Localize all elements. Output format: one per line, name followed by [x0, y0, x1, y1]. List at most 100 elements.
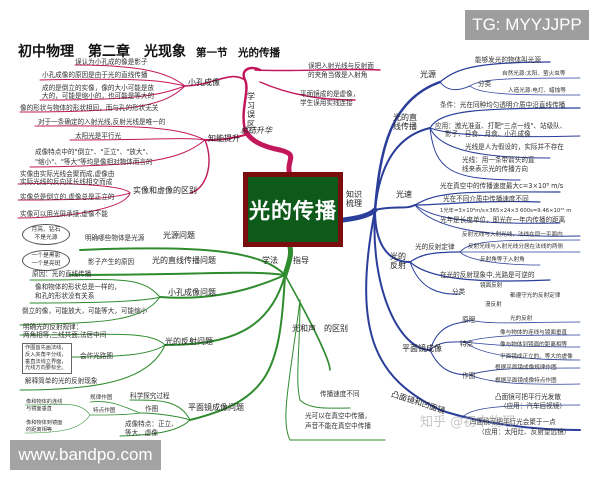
- reflection-question-item: 会作光路图: [80, 352, 113, 360]
- improve-item: 对于一条确定的入射光线,反射光线是唯一的: [38, 118, 166, 126]
- knowledge-label: 知识梳理: [346, 190, 362, 209]
- light-ray-note: 线来表示光的传播方向: [462, 165, 528, 173]
- light-sound-item: 声音不能在真空中传播: [305, 422, 371, 430]
- mirror-question-item: 像和物体的连线与镜面垂直: [26, 399, 63, 412]
- improve-item: "缩小"、"等大"等均是像相对物体而言的: [35, 158, 153, 166]
- light-sound-label: 光和声 的区别: [292, 324, 348, 333]
- pinhole-question-item: 倒立的像，可能放大，可能等大，可能缩小: [22, 307, 148, 315]
- watermark-url: www.bandpo.com: [10, 440, 161, 470]
- reflection-question-item: 解释简单的光的反射现象: [25, 377, 98, 385]
- misconception-item: 平面镜成的是虚像，: [300, 90, 360, 98]
- straight-question-item: 影子产生的原因: [88, 258, 135, 266]
- mirror-question-item: 等大、虚像: [125, 429, 158, 437]
- light-year-formula: 1光年=3×10⁸m/s×365×24×3 600s=9.46×10¹⁵ m: [440, 208, 572, 214]
- reflection-law-label: 光的反射定律: [415, 243, 455, 251]
- straight-question-label: 光的直线传播问题: [152, 256, 216, 265]
- straight-question-note: 一个是黑影一个是亮斑: [22, 250, 70, 272]
- section-title: 第一节 光的传播: [196, 47, 280, 59]
- plane-mirror-label: 平面镜成像: [402, 344, 442, 353]
- light-source-classify-label: 分类: [478, 80, 492, 88]
- real-virtual-label: 实像和虚像的区别: [133, 186, 197, 195]
- mirror-question-item: 科学探究过程: [130, 392, 170, 400]
- concave-mirror-note: 凹面镜可把平行光会聚于一点: [470, 418, 556, 426]
- pinhole-item: 大的，可能是缩小的，也可能是等大的: [42, 92, 155, 100]
- reflection-classify-label: 分类: [452, 288, 466, 296]
- drawing-item: 根据平面镜成像规律作图: [495, 365, 557, 371]
- watermark-tg: TG: MYYJJPP: [465, 10, 589, 40]
- light-sound-item: 传播速度不同: [320, 390, 360, 398]
- concave-mirror-note: （应用：太阳灶、反射望远镜）: [478, 428, 571, 436]
- pinhole-question-item: 原因：光的直线传播: [32, 270, 92, 278]
- light-speed-label: 光速: [396, 190, 412, 199]
- drawing-item: 根据平面镜成像特点作图: [495, 378, 557, 384]
- light-sound-item: 光可以在真空中传播，: [305, 412, 371, 420]
- light-speed-different: 光在不同介质中传播速度不同: [443, 195, 529, 203]
- straight-application: 应用：激光准直、打靶"三点一线"、站级队、: [435, 122, 567, 130]
- method-label-2: 指导: [293, 256, 309, 265]
- specular-reflection: 镜面反射: [480, 283, 503, 289]
- reflection-law-item: 反射光线与入射光线、法线在同一平面内: [462, 232, 563, 238]
- misconception-label: 学习误区: [247, 92, 255, 129]
- natural-light-source: 自然光源:太阳、萤火虫等: [502, 71, 566, 77]
- misconception-item: 学生误用实线连接: [300, 99, 353, 107]
- reflection-drawing-tip: 作图首先画法线，反入夹角平分线，垂直法线立界面，光线方向要标全。: [22, 343, 72, 374]
- watermark-zhihu: 知乎 @初中物理: [420, 415, 516, 430]
- light-source-definition: 能够发光的物体叫光源: [475, 56, 541, 64]
- mirror-question-label: 平面镜成像问题: [188, 403, 244, 412]
- misconception-item: 的夹角当做是入射角: [308, 71, 368, 79]
- light-year-definition: 光年是长度单位，即光在一年内传播的距离: [440, 216, 566, 224]
- principle-value: 光的反射: [510, 316, 533, 322]
- center-node-label: 光的传播: [248, 177, 338, 242]
- light-speed-max: 光在真空中的传播速度最大c=3×10⁸ m/s: [440, 182, 564, 190]
- improve-label: 知能提升: [208, 134, 240, 143]
- pinhole-item: 成的是倒立的实像，像的大小可能是放: [42, 84, 155, 92]
- center-node[interactable]: 光的传播: [243, 172, 343, 247]
- real-virtual-item: 实像由实际光线会聚而成,虚像由: [20, 170, 115, 178]
- pinhole-question-item: 像和物体的形状总是一样的，: [35, 283, 121, 291]
- principle-label: 原理: [462, 316, 476, 324]
- pinhole-item: 小孔成像的原因是由于光的直线传播: [42, 71, 148, 79]
- both-obey-reflection: 都遵守光的反射定律: [510, 293, 561, 299]
- artificial-light-source: 人造光源:电灯、蜡烛等: [508, 88, 566, 94]
- convex-mirror-note: 凸面镜可把平行光发散: [495, 393, 561, 401]
- light-source-label: 光源: [420, 70, 436, 79]
- reflection-law-item: 反射光线与入射光线分居在法线的两侧: [468, 244, 564, 250]
- convex-mirror-note: （应用：汽车后视镜）: [500, 402, 566, 410]
- method-label-1: 学法: [262, 256, 278, 265]
- feature-item: 像与物体到镜面的距离相等: [500, 342, 568, 348]
- feature-item: 平面镜成正立的、等大的虚像: [500, 354, 573, 360]
- real-virtual-item: 实像总是倒立的,虚像总是正立的: [20, 193, 115, 201]
- straight-condition: 条件：光在同种均匀透明介质中沿直线传播: [440, 101, 566, 109]
- pinhole-item: 误认为小孔成的像是影子: [75, 58, 148, 66]
- reflection-law-item: 反射角等于入射角: [480, 257, 525, 263]
- straight-propagation-label: 光的直线传播: [393, 113, 417, 132]
- reflection-reversible: 在光的反射现象中,光路是可逆的: [440, 271, 535, 279]
- real-virtual-item: 实像可以用光屏承接,虚像不能: [20, 210, 108, 218]
- mirror-question-item: 特点作图: [93, 408, 116, 414]
- chapter-title: 初中物理 第二章 光现象: [18, 44, 186, 60]
- reflection-question-item: 明确光的反射规律：: [23, 323, 83, 331]
- reflection-question-label: 光的反射问题: [165, 337, 213, 346]
- pinhole-item: 像的形状与物体的形状相同，而与孔的形状无关: [20, 104, 159, 112]
- misconception-item: 误把入射光线与反射面: [308, 62, 374, 70]
- drawing-label: 作图: [462, 372, 476, 380]
- mirror-question-item: 成像特点：正立、: [125, 420, 178, 428]
- reflection-label: 光的反射: [390, 252, 406, 271]
- source-question-item: 明确哪些物体是光源: [85, 234, 145, 242]
- light-ray-note: 光线是人为假设的，实际并不存在: [465, 143, 564, 151]
- feature-item: 像与物体的连线与镜面垂直: [500, 330, 568, 336]
- mirror-question-item: 规律作图: [90, 395, 113, 401]
- features-label: 特点: [460, 340, 474, 348]
- mirror-question-item: 像和物体到镜面的距离相等: [26, 420, 63, 433]
- improve-item: 太阳光是平行光: [75, 132, 122, 140]
- mirror-question-item: 作图: [145, 405, 159, 413]
- improve-item: 成像特点中的"倒立"、"正立"、"放大"、: [35, 148, 153, 156]
- source-question-label: 光源问题: [163, 231, 195, 240]
- straight-application: 影子、日食、月食、小孔成像: [445, 130, 531, 138]
- page-title: 初中物理 第二章 光现象第一节 光的传播: [18, 41, 280, 61]
- summary-label: 总结升华: [240, 126, 272, 135]
- real-virtual-item: 实际光线的反向延长线相交而成: [20, 178, 113, 186]
- reflection-question-item: 两角相等,三线共面,法居中间: [23, 331, 107, 339]
- source-question-note: 月亮、钻石不是光源: [22, 224, 70, 246]
